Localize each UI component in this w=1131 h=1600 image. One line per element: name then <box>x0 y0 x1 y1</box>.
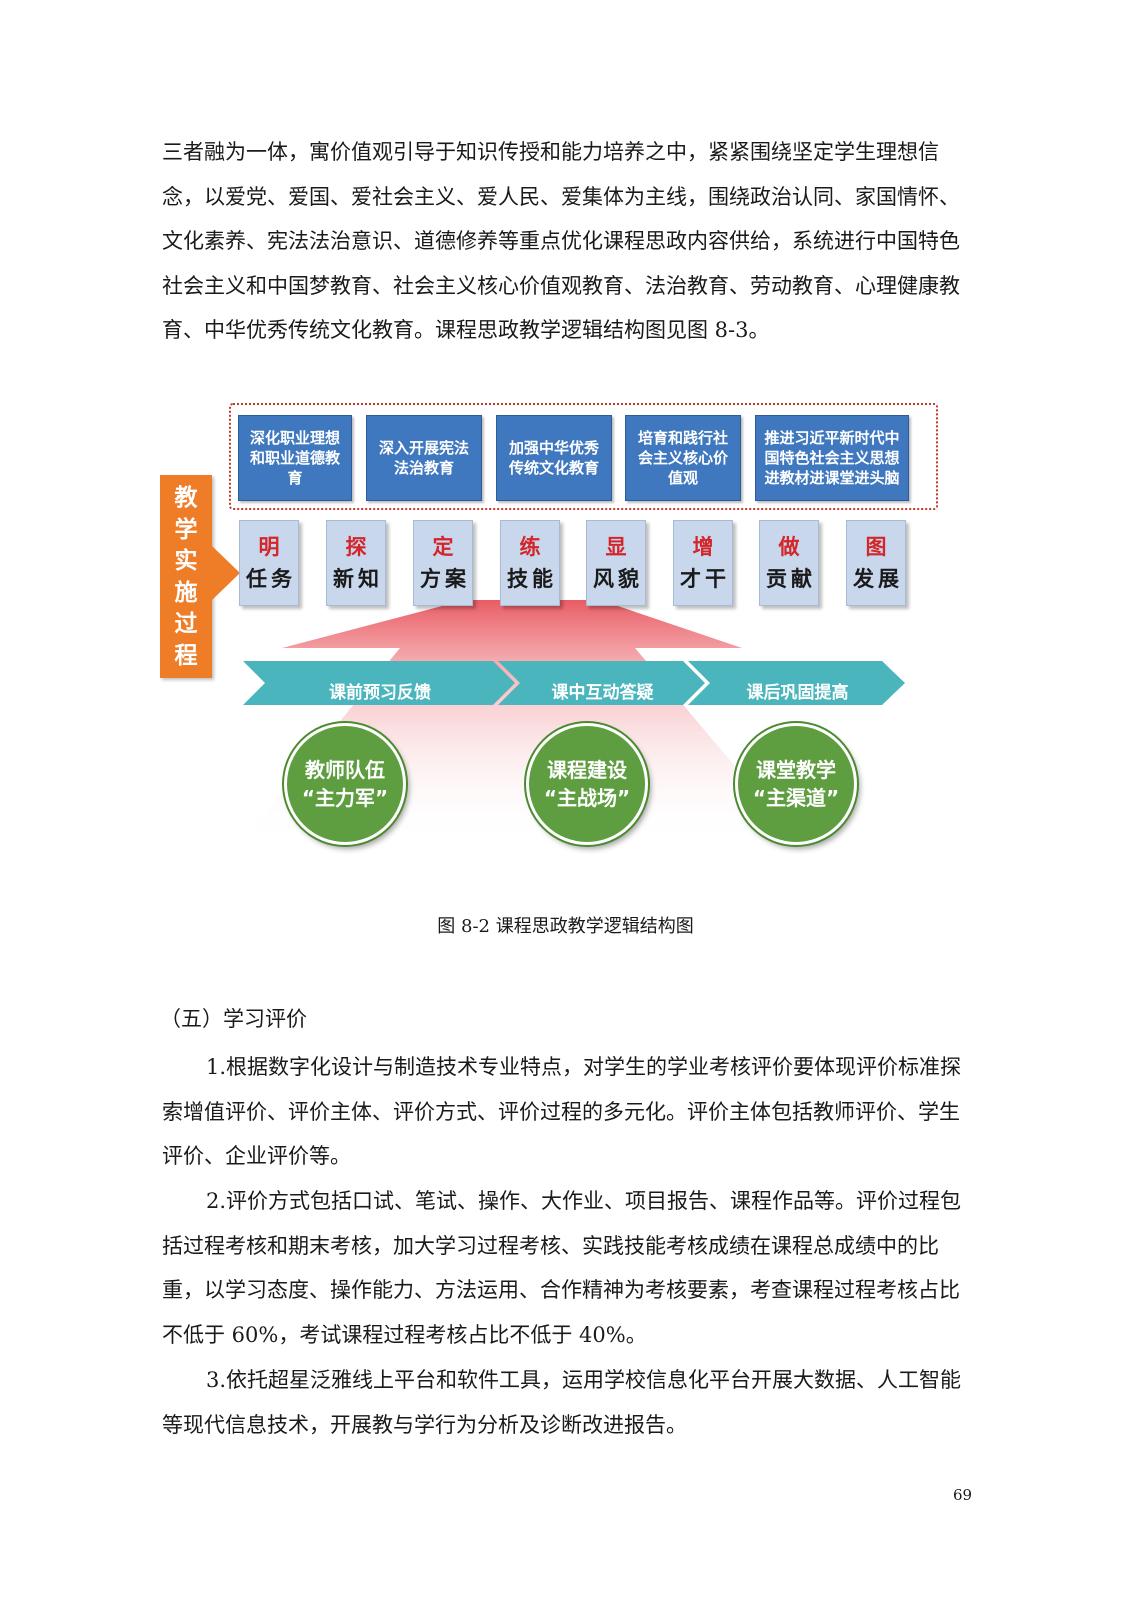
label-char: 教 <box>174 485 198 511</box>
teaching-process-label: 教 学 实 施 过 程 <box>160 475 212 678</box>
step-phrase: 风貌 <box>593 567 643 591</box>
step-box-5: 显 风貌 <box>586 520 646 606</box>
step-key-char: 练 <box>519 535 541 559</box>
evaluation-item-3: 3.依托超星泛雅线上平台和软件工具，运用学校信息化平台开展大数据、人工智能等现代… <box>162 1368 962 1437</box>
label-char: 施 <box>174 579 198 606</box>
pillar-subtitle: “主渠道” <box>752 786 840 810</box>
topic-box-1: 深化职业理想和职业道德教育 <box>238 415 352 501</box>
topic-box-3: 加强中华优秀传统文化教育 <box>496 415 612 501</box>
stage-label-pre-class: 课前预习反馈 <box>329 683 431 703</box>
figure-caption: 图 8-2 课程思政教学逻辑结构图 <box>437 916 694 937</box>
label-char: 程 <box>174 642 198 669</box>
step-box-8: 图 发展 <box>846 520 906 606</box>
step-box-1: 明 任务 <box>239 520 299 606</box>
pillar-subtitle: “主战场” <box>543 786 631 810</box>
step-key-char: 显 <box>605 535 627 559</box>
step-box-3: 定 方案 <box>413 520 473 606</box>
evaluation-item-1: 1.根据数字化设计与制造技术专业特点，对学生的学业考核评价要体现评价标准探索增值… <box>162 1055 962 1168</box>
logic-structure-diagram: 深化职业理想和职业道德教育 深入开展宪法法治教育 加强中华优秀传统文化教育 培育… <box>160 403 940 883</box>
stage-label-post-class: 课后巩固提高 <box>746 683 849 703</box>
topics-frame <box>229 403 938 510</box>
stage-arrow-1 <box>243 661 515 705</box>
step-box-7: 做 贡献 <box>759 520 819 606</box>
step-box-6: 增 才干 <box>673 520 733 606</box>
step-key-char: 定 <box>432 535 454 559</box>
step-box-4: 练 技能 <box>500 520 560 606</box>
pillar-circle-classroom: 课堂教学 “主渠道” <box>735 723 857 845</box>
step-key-char: 明 <box>258 535 280 559</box>
process-arrow-head <box>212 546 240 600</box>
label-char: 学 <box>174 516 198 543</box>
pillar-subtitle: “主力军” <box>301 786 389 810</box>
step-phrase: 贡献 <box>766 567 816 591</box>
intro-paragraph: 三者融为一体，寓价值观引导于知识传授和能力培养之中，紧紧围绕坚定学生理想信念，以… <box>162 140 960 342</box>
step-phrase: 技能 <box>507 567 557 591</box>
step-box-2: 探 新知 <box>326 520 386 606</box>
label-char: 实 <box>174 548 198 574</box>
step-phrase: 新知 <box>333 567 383 591</box>
stage-arrow-2 <box>498 661 705 705</box>
evaluation-item-2: 2.评价方式包括口试、笔试、操作、大作业、项目报告、课程作品等。评价过程包括过程… <box>162 1189 962 1347</box>
page-number: 69 <box>953 1486 973 1504</box>
topic-box-5: 推进习近平新时代中国特色社会主义思想进教材进课堂进头脑 <box>755 415 909 501</box>
pillar-title: 课堂教学 <box>756 758 836 782</box>
step-phrase: 方案 <box>420 567 470 591</box>
pillar-circle-curriculum: 课程建设 “主战场” <box>526 723 648 845</box>
pillar-title: 课程建设 <box>547 758 627 782</box>
step-key-char: 探 <box>345 535 367 559</box>
step-key-char: 图 <box>865 535 887 559</box>
section-heading: （五）学习评价 <box>160 1007 307 1031</box>
label-char: 过 <box>174 611 198 637</box>
topic-box-2: 深入开展宪法法治教育 <box>366 415 482 501</box>
step-key-char: 做 <box>778 535 800 559</box>
step-key-char: 增 <box>692 535 714 559</box>
step-phrase: 发展 <box>853 567 903 591</box>
topic-box-4: 培育和践行社会主义核心价值观 <box>625 415 741 501</box>
pillar-title: 教师队伍 <box>305 758 385 782</box>
step-phrase: 任务 <box>246 567 296 591</box>
stage-arrow-3 <box>688 661 905 705</box>
step-phrase: 才干 <box>680 567 730 591</box>
stage-label-in-class: 课中互动答疑 <box>551 683 654 703</box>
pillar-circle-teachers: 教师队伍 “主力军” <box>284 723 406 845</box>
